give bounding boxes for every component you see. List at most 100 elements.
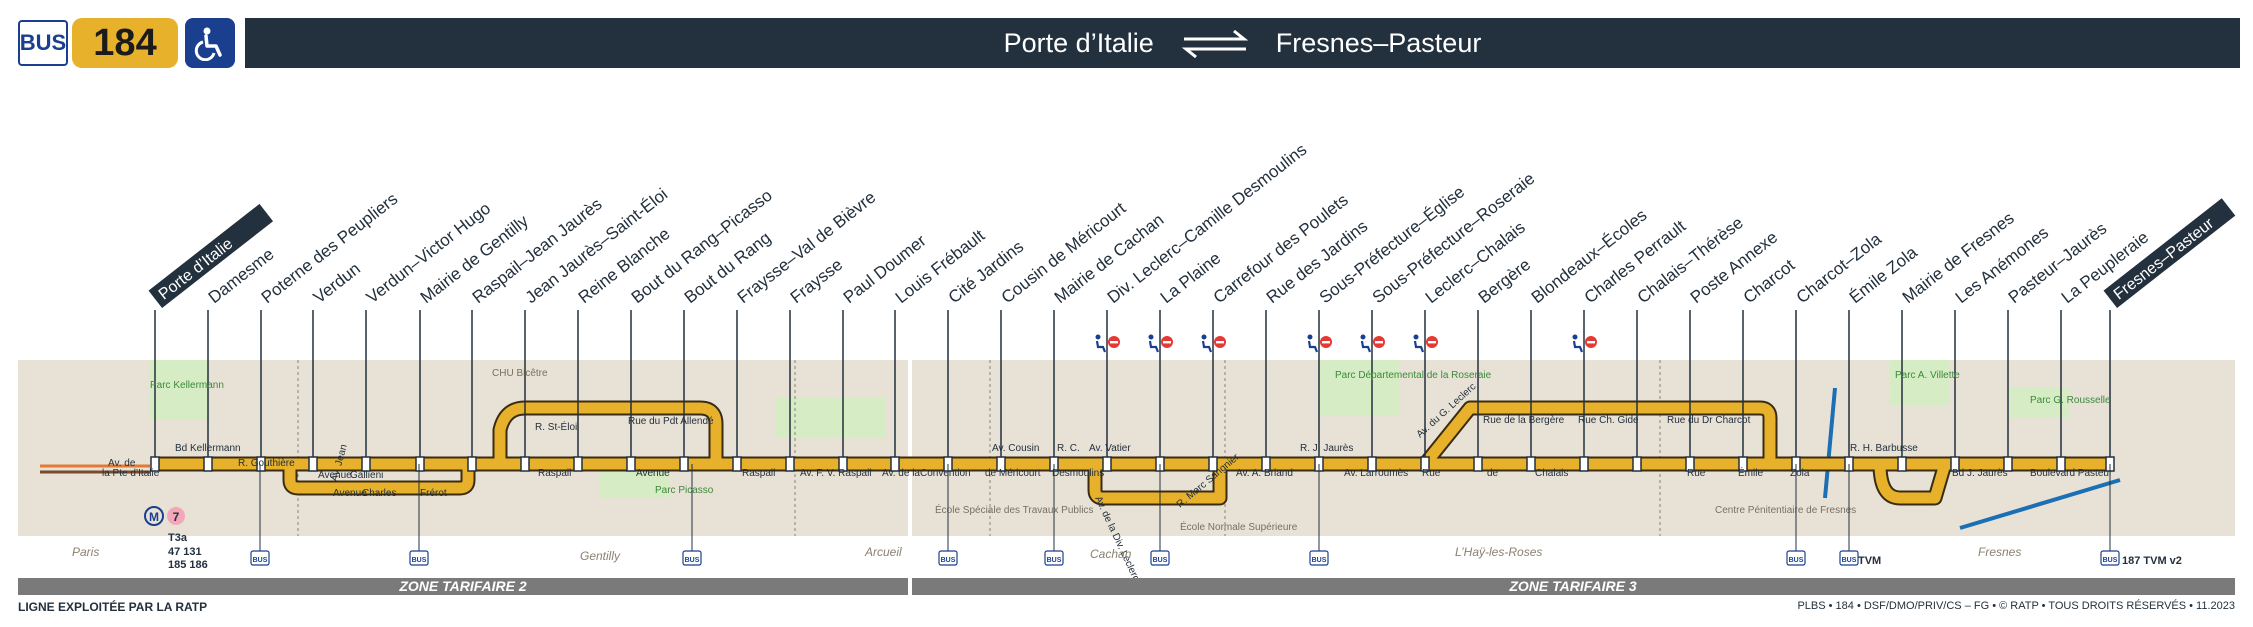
park-roseraie: [1320, 360, 1400, 415]
commune-boundaries: [297, 360, 1661, 536]
street-label: Av. de: [108, 458, 136, 469]
fresnes-connection-label: 187 TVM v2: [2122, 555, 2182, 567]
route-line: [155, 400, 2110, 506]
wheelchair-icon: [1095, 334, 1120, 353]
town-label: L’Haÿ-les-Roses: [1455, 545, 1542, 559]
stop-marker: [1261, 456, 1271, 472]
wheelchair-icon: [1572, 334, 1597, 353]
place-label: Parc Picasso: [655, 485, 714, 496]
bus-icon: [2100, 550, 2120, 566]
park-arcueil: [775, 398, 885, 438]
metro-icon: [144, 506, 164, 526]
street-label: Rue Ch. Gide: [1578, 415, 1639, 426]
stop-marker: [838, 456, 848, 472]
stop-marker: [1685, 456, 1695, 472]
street-label: Chalais: [1535, 468, 1568, 479]
bus-icon-label: BUS: [685, 557, 700, 564]
town-label: Fresnes: [1978, 545, 2021, 559]
bus-icon-label: BUS: [1312, 557, 1327, 564]
stop-marker: [520, 456, 530, 472]
place-label: École Normale Supérieure: [1180, 520, 1298, 533]
street-label: Zola: [1790, 468, 1810, 479]
stop-marker: [415, 456, 425, 472]
street-label: la Pte d’Italie: [102, 468, 160, 479]
stop-marker: [1579, 456, 1589, 472]
route-segment: [284, 464, 474, 494]
terminus-box: [2103, 198, 2236, 308]
stop-marker: [626, 456, 636, 472]
stop-marker: [996, 456, 1006, 472]
stop-marker: [1526, 456, 1536, 472]
street-label: Émile: [1738, 466, 1763, 479]
street-label: Raspail: [538, 468, 571, 479]
street-label: Av. A. Briand: [1236, 468, 1293, 479]
bus-icon-label: BUS: [941, 557, 956, 564]
bus-icon-label: BUS: [2103, 557, 2118, 564]
street-label: de Méricourt: [985, 468, 1041, 479]
bus-icon: [682, 550, 702, 566]
place-label: École Spéciale des Travaux Publics: [935, 503, 1093, 516]
zone-3-bar: [912, 578, 2235, 595]
stop-marker: [1897, 456, 1907, 472]
street-label: Convention: [920, 468, 971, 479]
street-label: Rue de la Bergère: [1483, 415, 1565, 426]
tvm-line-vertical: [1823, 387, 1837, 499]
bus-icon: [1786, 550, 1806, 566]
street-label: Av. Larroumès: [1344, 468, 1408, 479]
street-label: R. J. Jaurès: [1300, 443, 1353, 454]
street-label: Av. Cousin: [992, 443, 1039, 454]
stop-marker: [1420, 456, 1430, 472]
street-label: Charles: [362, 488, 396, 499]
bus-icon: [1150, 550, 1170, 566]
street-label: Desmoulins: [1052, 468, 1104, 479]
place-label: Parc G. Rousselle: [2030, 395, 2111, 406]
wheelchair-icon: [185, 18, 235, 68]
wheelchair-icon: [1307, 334, 1332, 353]
bus-icon-label: BUS: [1842, 557, 1857, 564]
bus-icon: [938, 550, 958, 566]
two-way-arrow-icon: [1181, 29, 1249, 58]
park-rousselle: [2010, 388, 2070, 418]
street-label: Av. de la: [882, 468, 920, 479]
town-label: Arcueil: [864, 545, 902, 559]
bus-icon: [1044, 550, 1064, 566]
bus-icon-label: BUS: [1047, 557, 1062, 564]
bus-icon: [1839, 550, 1859, 566]
zone-2-bar: [18, 578, 908, 595]
stop-marker: [1102, 456, 1112, 472]
wheelchair-icon: [1413, 334, 1438, 353]
street-label: Bd J. Jaurès: [1952, 468, 2008, 479]
stop-marker: [573, 456, 583, 472]
place-label: CHU Bicêtre: [492, 368, 548, 379]
stop-marker: [1367, 456, 1377, 472]
stop-marker: [308, 456, 318, 472]
street-label: Rue du Pdt Allendé: [628, 416, 714, 427]
route-segment: [1089, 464, 1226, 504]
town-label: Gentilly: [580, 549, 621, 563]
stop-marker: [361, 456, 371, 472]
wheelchair-icon: [1360, 334, 1385, 353]
park-kellermann: [150, 360, 210, 420]
bus-connection-1: 47 131: [168, 546, 202, 558]
town-label: Cachan: [1090, 547, 1132, 561]
stop-marker: [1632, 456, 1642, 472]
street-label: de: [1487, 468, 1499, 479]
stop-name: Reine Blanche: [575, 224, 674, 307]
stop-name: Louis Frébault: [892, 226, 989, 307]
operator-footer: LIGNE EXPLOITÉE PAR LA RATP: [18, 600, 208, 614]
bus-icon-label: BUS: [253, 557, 268, 564]
zone-2-label: ZONE TARIFAIRE 2: [398, 578, 527, 594]
bus-connection-2: 185 186: [168, 559, 208, 571]
zone-3-label: ZONE TARIFAIRE 3: [1508, 578, 1637, 594]
route-segment: [1420, 402, 1776, 468]
bus-icon-label: BUS: [1153, 557, 1168, 564]
bus-mode-badge: BUS: [18, 20, 68, 66]
bus-icon-label: BUS: [1789, 557, 1804, 564]
stop-marker: [256, 456, 266, 472]
street-label: R. C.: [1057, 443, 1080, 454]
stop-marker: [1738, 456, 1748, 472]
street-label: Rue du Dr Charcot: [1667, 415, 1751, 426]
map-background: [18, 360, 2235, 536]
terminus-box: [148, 203, 274, 308]
